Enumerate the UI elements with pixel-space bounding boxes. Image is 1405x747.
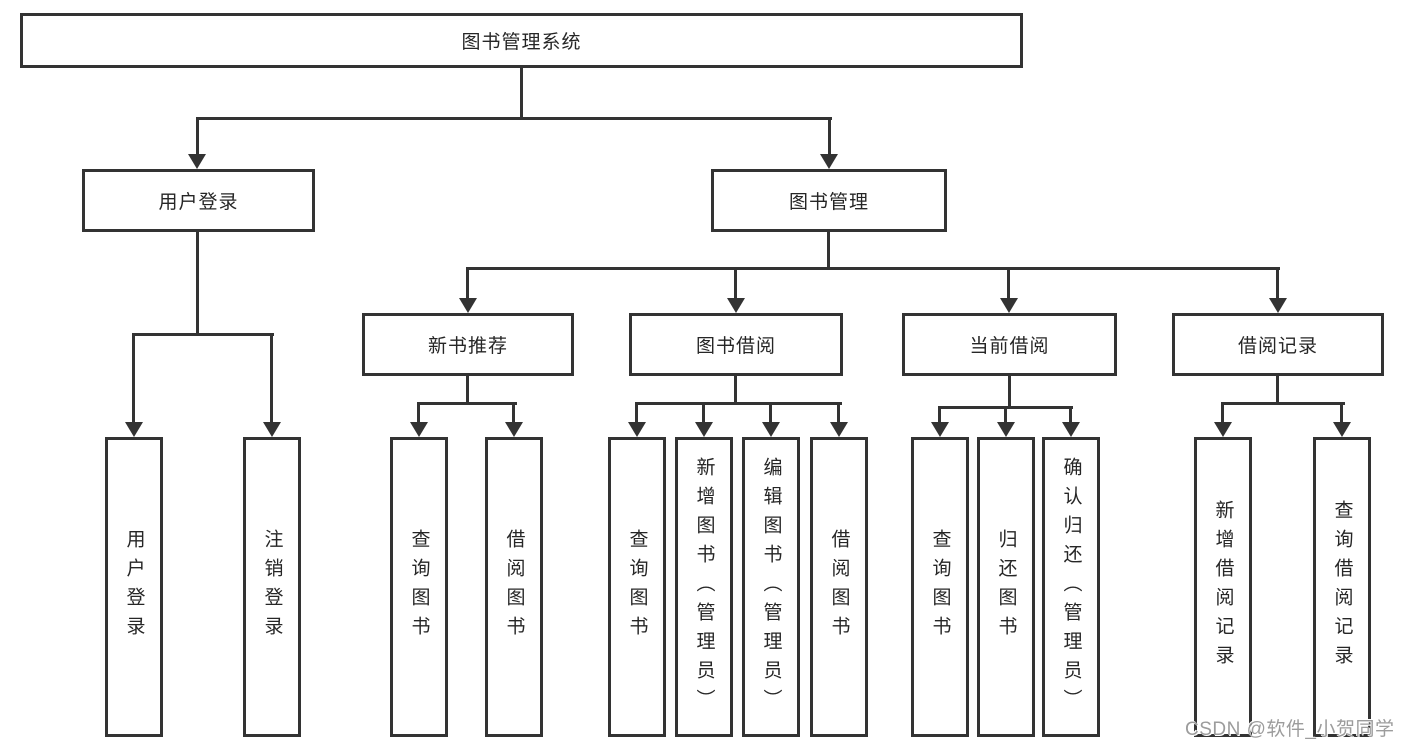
- connector-arrow-icon: [931, 422, 949, 437]
- connector-arrow-icon: [263, 422, 281, 437]
- connector-arrow-icon: [1214, 422, 1232, 437]
- connector-line: [132, 333, 274, 336]
- node-library-management-system: 图书管理系统: [20, 13, 1023, 68]
- node-recommend-borrow-books: 借阅图书: [485, 437, 543, 737]
- connector-line: [417, 402, 420, 424]
- node-label: 确认归还（管理员）: [1060, 456, 1082, 718]
- node-label: 借阅图书: [828, 529, 850, 645]
- connector-line: [512, 402, 515, 424]
- connector-line: [1276, 267, 1279, 300]
- connector-line: [827, 232, 830, 270]
- connector-arrow-icon: [125, 422, 143, 437]
- node-borrowing-records: 借阅记录: [1172, 313, 1384, 376]
- connector-arrow-icon: [820, 154, 838, 169]
- connector-line: [1221, 402, 1224, 424]
- node-label: 用户登录: [123, 529, 145, 645]
- connector-line: [938, 406, 941, 424]
- connector-arrow-icon: [628, 422, 646, 437]
- node-current-query-books: 查询图书: [911, 437, 969, 737]
- node-book-borrowing: 图书借阅: [629, 313, 843, 376]
- node-borrowing-query-books: 查询图书: [608, 437, 666, 737]
- node-edit-book-admin: 编辑图书（管理员）: [742, 437, 800, 737]
- connector-arrow-icon: [830, 422, 848, 437]
- node-label: 借阅记录: [1237, 336, 1318, 357]
- connector-arrow-icon: [1333, 422, 1351, 437]
- node-label: 图书管理: [788, 192, 869, 213]
- node-label: 新书推荐: [427, 336, 508, 357]
- connector-line: [466, 267, 469, 300]
- connector-line: [417, 402, 517, 405]
- node-label: 查询借阅记录: [1331, 500, 1353, 674]
- connector-line: [196, 232, 199, 336]
- node-new-book-recommend: 新书推荐: [362, 313, 574, 376]
- node-user-login-action: 用户登录: [105, 437, 163, 737]
- connector-line: [270, 333, 273, 423]
- connector-line: [635, 402, 638, 424]
- connector-line: [1069, 406, 1072, 424]
- node-add-borrow-record: 新增借阅记录: [1194, 437, 1252, 737]
- connector-line: [1340, 402, 1343, 424]
- node-label: 注销登录: [261, 529, 283, 645]
- node-label: 图书借阅: [695, 336, 776, 357]
- node-recommend-query-books: 查询图书: [390, 437, 448, 737]
- connector-arrow-icon: [762, 422, 780, 437]
- node-label: 当前借阅: [969, 336, 1050, 357]
- node-label: 归还图书: [995, 529, 1017, 645]
- node-label: 新增借阅记录: [1212, 500, 1234, 674]
- node-book-management: 图书管理: [711, 169, 947, 232]
- node-borrowing-borrow-books: 借阅图书: [810, 437, 868, 737]
- connector-line: [635, 402, 842, 405]
- connector-line: [828, 117, 831, 155]
- node-add-book-admin: 新增图书（管理员）: [675, 437, 733, 737]
- connector-arrow-icon: [459, 298, 477, 313]
- node-label: 查询图书: [408, 529, 430, 645]
- node-return-books: 归还图书: [977, 437, 1035, 737]
- connector-line: [1004, 406, 1007, 424]
- connector-arrow-icon: [1000, 298, 1018, 313]
- connector-arrow-icon: [997, 422, 1015, 437]
- connector-arrow-icon: [1269, 298, 1287, 313]
- connector-arrow-icon: [1062, 422, 1080, 437]
- connector-arrow-icon: [695, 422, 713, 437]
- connector-line: [734, 376, 737, 405]
- connector-line: [466, 376, 469, 405]
- connector-line: [734, 267, 737, 300]
- connector-line: [1008, 376, 1011, 409]
- node-current-borrowing: 当前借阅: [902, 313, 1117, 376]
- node-user-login: 用户登录: [82, 169, 315, 232]
- connector-arrow-icon: [505, 422, 523, 437]
- node-logout-action: 注销登录: [243, 437, 301, 737]
- node-label: 新增图书（管理员）: [693, 456, 715, 718]
- connector-line: [702, 402, 705, 424]
- node-label: 查询图书: [929, 529, 951, 645]
- connector-line: [837, 402, 840, 424]
- connector-line: [196, 117, 199, 155]
- node-confirm-return-admin: 确认归还（管理员）: [1042, 437, 1100, 737]
- connector-arrow-icon: [410, 422, 428, 437]
- connector-arrow-icon: [727, 298, 745, 313]
- connector-line: [1221, 402, 1345, 405]
- node-label: 查询图书: [626, 529, 648, 645]
- csdn-watermark: CSDN @软件_小贺同学: [1185, 719, 1395, 740]
- node-label: 借阅图书: [503, 529, 525, 645]
- node-label: 用户登录: [158, 192, 239, 213]
- node-query-borrow-record: 查询借阅记录: [1313, 437, 1371, 737]
- node-label: 编辑图书（管理员）: [760, 456, 782, 718]
- connector-line: [1007, 267, 1010, 300]
- connector-line: [196, 117, 832, 120]
- connector-line: [1276, 376, 1279, 405]
- connector-line: [132, 333, 135, 423]
- connector-line: [520, 66, 523, 119]
- node-label: 图书管理系统: [461, 32, 582, 53]
- connector-line: [769, 402, 772, 424]
- connector-arrow-icon: [188, 154, 206, 169]
- connector-line: [466, 267, 1280, 270]
